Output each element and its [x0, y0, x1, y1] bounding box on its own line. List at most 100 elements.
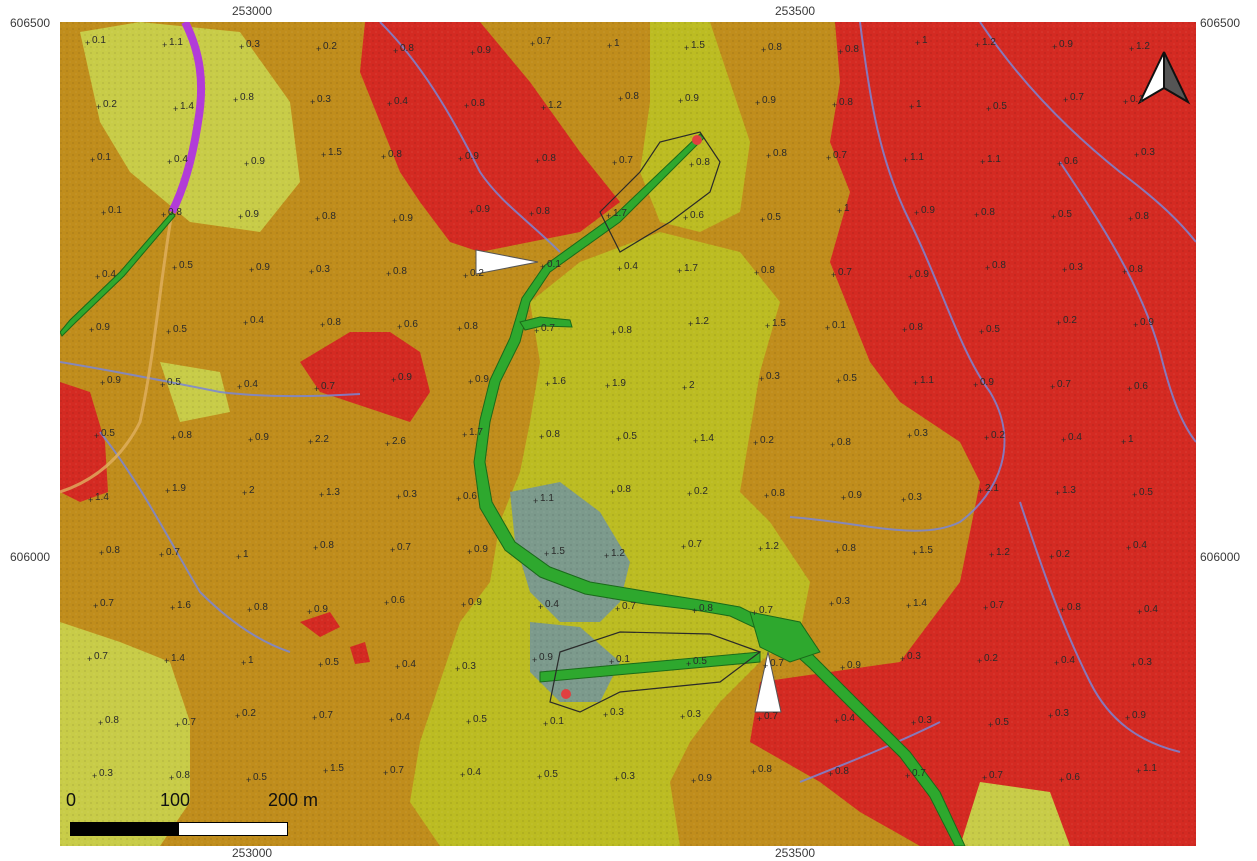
value-label: 0.4 — [396, 712, 410, 723]
value-label: 0.9 — [107, 375, 121, 386]
site-outlines — [549, 131, 762, 713]
grid-cross: + — [386, 269, 391, 279]
grid-cross: + — [1131, 660, 1136, 670]
grid-cross: + — [321, 150, 326, 160]
grid-cross: + — [682, 383, 687, 393]
value-label: 0.4 — [244, 379, 258, 390]
value-label: 0.4 — [250, 315, 264, 326]
grid-cross: + — [1126, 543, 1131, 553]
grid-cross: + — [236, 552, 241, 562]
grid-cross: + — [529, 209, 534, 219]
value-label: 0.7 — [94, 651, 108, 662]
value-label: 0.8 — [699, 603, 713, 614]
value-label: 0.4 — [174, 154, 188, 165]
grid-cross: + — [99, 548, 104, 558]
north-arrow-icon — [1137, 51, 1191, 105]
view-arrow-west — [475, 249, 539, 275]
grid-cross: + — [606, 211, 611, 221]
value-label: 0.3 — [621, 771, 635, 782]
value-label: 0.9 — [245, 209, 259, 220]
grid-cross: + — [397, 322, 402, 332]
value-label: 0.8 — [842, 543, 856, 554]
grid-cross: + — [92, 771, 97, 781]
value-label: 0.3 — [907, 651, 921, 662]
value-label: 0.4 — [1133, 540, 1147, 551]
grid-cross: + — [1123, 97, 1128, 107]
value-label: 0.3 — [1138, 657, 1152, 668]
grid-cross: + — [532, 655, 537, 665]
value-label: 0.1 — [832, 320, 846, 331]
scale-label-100: 100 — [160, 790, 191, 810]
grid-cross: + — [171, 433, 176, 443]
grid-cross: + — [908, 272, 913, 282]
grid-cross: + — [984, 433, 989, 443]
grid-cross: + — [677, 266, 682, 276]
grid-cross: + — [978, 486, 983, 496]
grid-cross: + — [903, 155, 908, 165]
value-label: 1.1 — [910, 152, 924, 163]
scale-label-200: 200 m — [268, 790, 319, 810]
map-canvas[interactable]: 0.1+1.1+0.3+0.2+0.8+0.9+0.7+1+1.5+0.8+0.… — [60, 22, 1196, 846]
value-label: 0.7 — [764, 711, 778, 722]
grid-cross: + — [457, 324, 462, 334]
value-label: 0.3 — [918, 715, 932, 726]
value-label: 0.6 — [463, 491, 477, 502]
value-label: 0.3 — [908, 492, 922, 503]
grid-cross: + — [765, 321, 770, 331]
value-label: 1.2 — [695, 316, 709, 327]
grid-cross: + — [308, 437, 313, 447]
grid-cross: + — [89, 325, 94, 335]
value-label: 1.4 — [180, 101, 194, 112]
value-label: 0.8 — [768, 42, 782, 53]
grid-cross: + — [241, 658, 246, 668]
grid-cross: + — [752, 608, 757, 618]
grid-cross: + — [681, 542, 686, 552]
grid-cross: + — [87, 654, 92, 664]
grid-cross: + — [249, 265, 254, 275]
value-label: 0.5 — [1139, 487, 1153, 498]
value-label: 0.8 — [106, 545, 120, 556]
grid-cross: + — [1059, 775, 1064, 785]
grid-cross: + — [538, 602, 543, 612]
grid-cross: + — [463, 271, 468, 281]
coord-left-top-y: 606500 — [10, 16, 51, 30]
grid-cross: + — [175, 720, 180, 730]
value-label: 1.3 — [1062, 485, 1076, 496]
grid-cross: + — [982, 773, 987, 783]
grid-cross: + — [1061, 435, 1066, 445]
grid-cross: + — [617, 264, 622, 274]
value-label: 0.7 — [838, 267, 852, 278]
scale-bar-black — [70, 822, 180, 836]
grid-cross: + — [687, 489, 692, 499]
value-label: 0.5 — [253, 772, 267, 783]
value-label: 0.1 — [547, 259, 561, 270]
grid-cross: + — [616, 434, 621, 444]
value-label: 0.8 — [625, 91, 639, 102]
grid-cross: + — [248, 435, 253, 445]
grid-cross: + — [603, 710, 608, 720]
grid-cross: + — [392, 216, 397, 226]
grid-cross: + — [913, 378, 918, 388]
grid-cross: + — [90, 155, 95, 165]
grid-cross: + — [385, 439, 390, 449]
grid-cross: + — [389, 715, 394, 725]
value-label: 0.4 — [467, 767, 481, 778]
grid-cross: + — [467, 547, 472, 557]
value-label: 0.8 — [536, 206, 550, 217]
grid-cross: + — [761, 45, 766, 55]
value-label: 0.2 — [470, 268, 484, 279]
grid-cross: + — [1122, 267, 1127, 277]
grid-cross: + — [1052, 42, 1057, 52]
value-label: 0.5 — [325, 657, 339, 668]
grid-cross: + — [460, 770, 465, 780]
value-label: 0.4 — [1068, 432, 1082, 443]
map-frame[interactable]: 0.1+1.1+0.3+0.2+0.8+0.9+0.7+1+1.5+0.8+0.… — [60, 22, 1196, 846]
value-label: 0.7 — [541, 323, 555, 334]
grid-cross: + — [684, 43, 689, 53]
grid-cross: + — [832, 100, 837, 110]
grid-cross: + — [101, 208, 106, 218]
value-label: 0.8 — [322, 211, 336, 222]
value-label: 0.3 — [462, 661, 476, 672]
grid-cross: + — [243, 318, 248, 328]
value-label: 0.6 — [1064, 156, 1078, 167]
